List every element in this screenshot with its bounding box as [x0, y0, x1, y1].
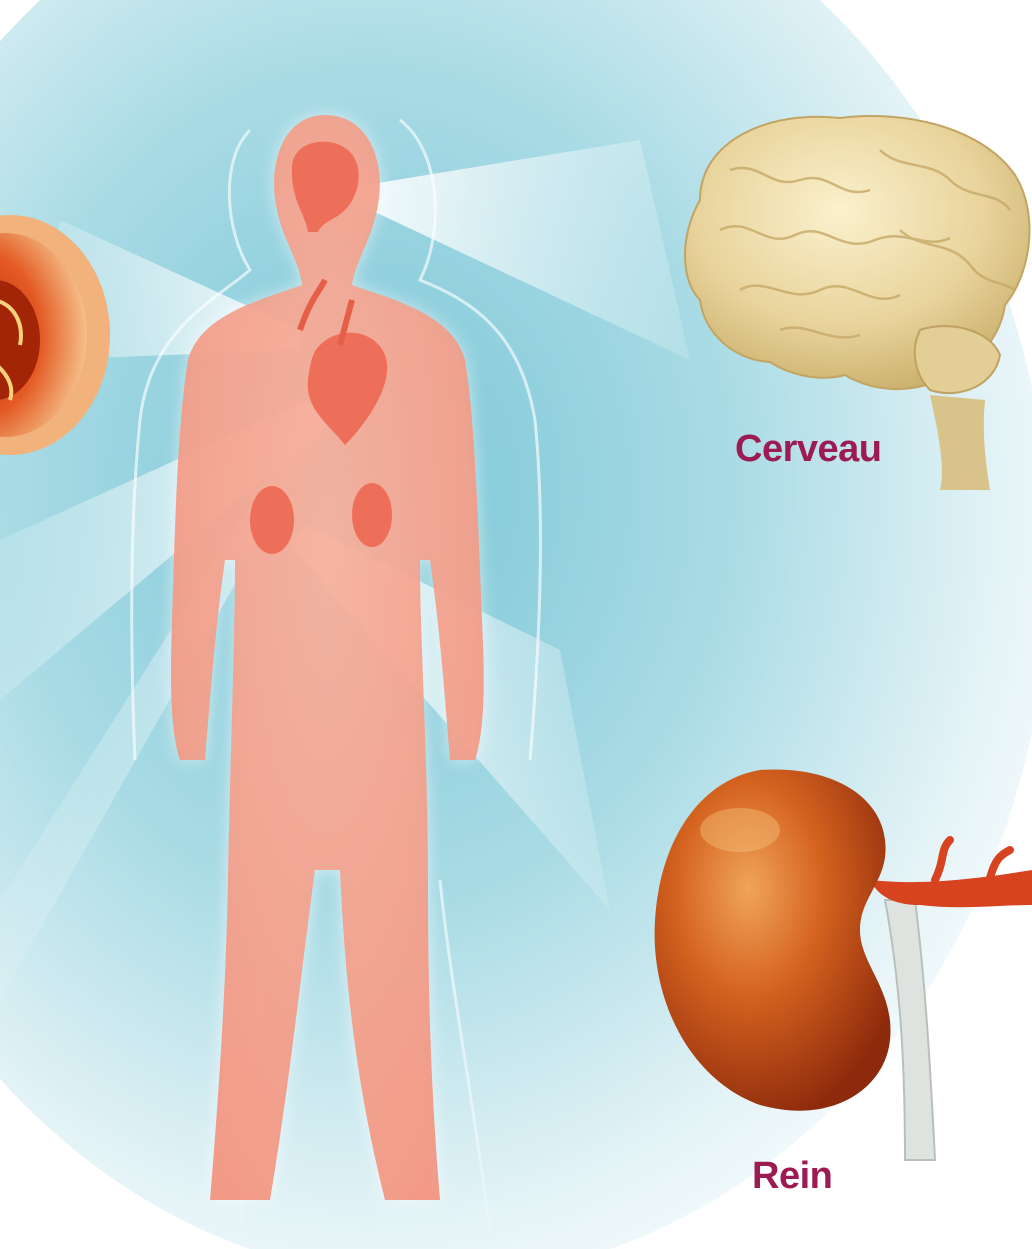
kidney-highlight — [700, 808, 780, 852]
body-kidney-right — [352, 483, 392, 547]
label-brain: Cerveau — [735, 428, 881, 471]
body-kidney-left — [250, 486, 294, 554]
label-kidney: Rein — [752, 1155, 832, 1198]
